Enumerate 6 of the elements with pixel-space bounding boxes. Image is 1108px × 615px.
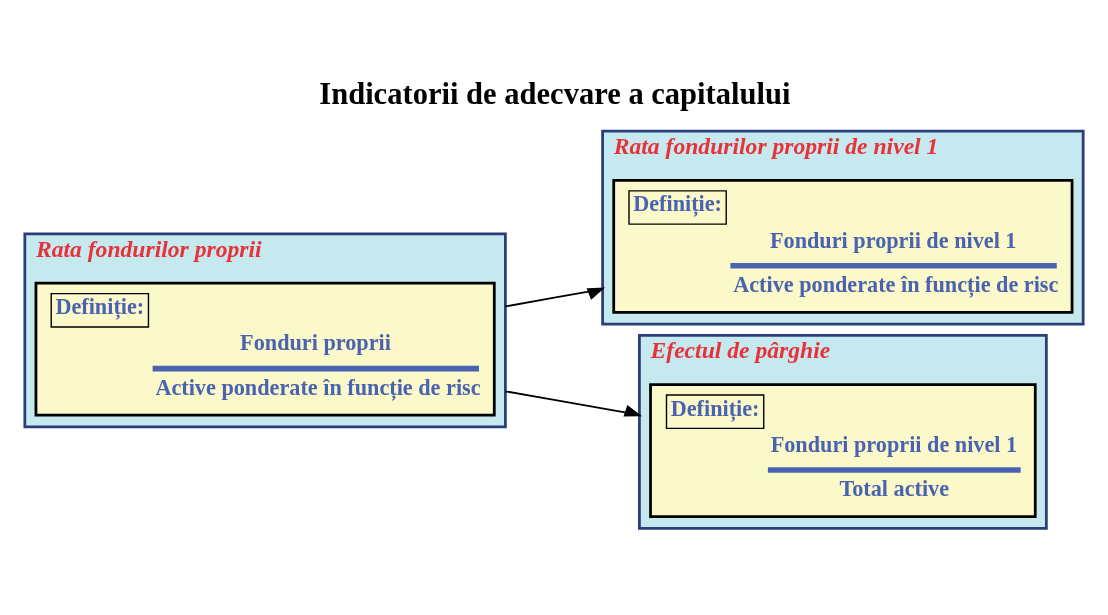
node-box: Definiție: Fonduri proprii de nivel 1 Active ponderate în funcție de risc [612,179,1074,314]
diagram-title: Indicatorii de adecvare a capitalului [319,77,791,112]
node-box: Definiție: Fonduri proprii de nivel 1 Total active [649,383,1037,518]
arrow [504,390,642,417]
arrow [504,287,606,308]
node-box: Definiție: Fonduri proprii Active ponderate în funcție de risc [34,281,496,417]
